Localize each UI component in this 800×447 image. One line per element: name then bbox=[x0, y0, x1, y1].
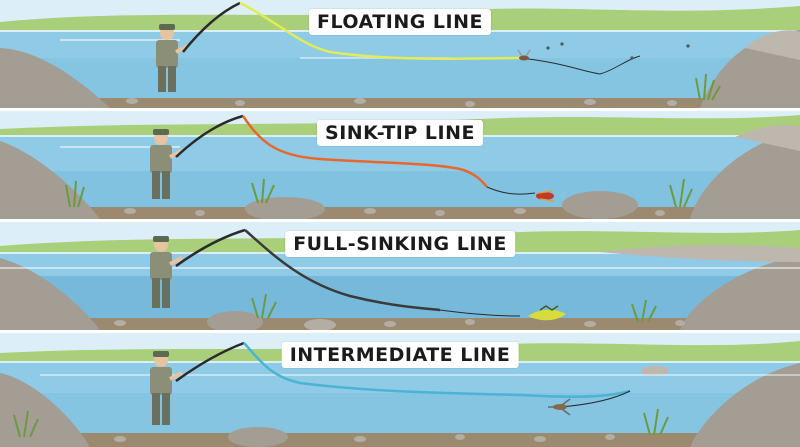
panel-divider bbox=[0, 330, 800, 333]
reeds-icon bbox=[13, 408, 669, 438]
leader bbox=[486, 186, 536, 195]
panel-divider bbox=[0, 219, 800, 222]
panel-divider bbox=[0, 108, 800, 111]
pebbles bbox=[114, 434, 615, 442]
streamer-fly-icon bbox=[536, 190, 555, 202]
angler-figure bbox=[150, 236, 183, 308]
fly-line bbox=[243, 342, 631, 399]
nymph-fly-icon bbox=[548, 398, 571, 416]
dry-fly-icon bbox=[517, 49, 531, 61]
angler-figure bbox=[156, 24, 189, 92]
panel-full-sinking-line: FULL-SINKING LINE bbox=[0, 222, 800, 330]
panel-sink-tip-line: SINK-TIP LINE bbox=[0, 111, 800, 219]
panel-title: FULL-SINKING LINE bbox=[285, 231, 515, 257]
panel-title: INTERMEDIATE LINE bbox=[281, 342, 519, 368]
fishing-rod bbox=[175, 341, 245, 383]
pebbles bbox=[114, 319, 685, 327]
reeds-icon bbox=[65, 178, 693, 208]
fly-line bbox=[239, 1, 521, 61]
angler-figure bbox=[150, 129, 183, 199]
pebbles bbox=[126, 98, 677, 107]
scene-intermediate bbox=[0, 333, 800, 447]
fishing-rod bbox=[175, 114, 244, 158]
scene-fullsinking bbox=[0, 222, 800, 330]
baitfish-fly-icon bbox=[528, 305, 566, 321]
panel-floating-line: FLOATING LINE bbox=[0, 0, 800, 108]
fishing-rod bbox=[182, 1, 241, 53]
panel-title: SINK-TIP LINE bbox=[317, 120, 483, 146]
reeds-icon bbox=[251, 293, 657, 323]
panel-title: FLOATING LINE bbox=[309, 9, 491, 35]
fishing-rod bbox=[175, 228, 246, 268]
leader bbox=[519, 55, 641, 75]
panel-intermediate-line: INTERMEDIATE LINE bbox=[0, 333, 800, 447]
leader bbox=[439, 309, 521, 317]
pebbles bbox=[124, 208, 665, 216]
insects-icon bbox=[546, 42, 690, 60]
scene-floating bbox=[0, 0, 800, 108]
leader bbox=[559, 390, 631, 408]
fly-line bbox=[244, 229, 441, 312]
angler-figure bbox=[150, 351, 183, 425]
fly-line bbox=[241, 115, 488, 188]
reeds-icon bbox=[695, 73, 721, 101]
